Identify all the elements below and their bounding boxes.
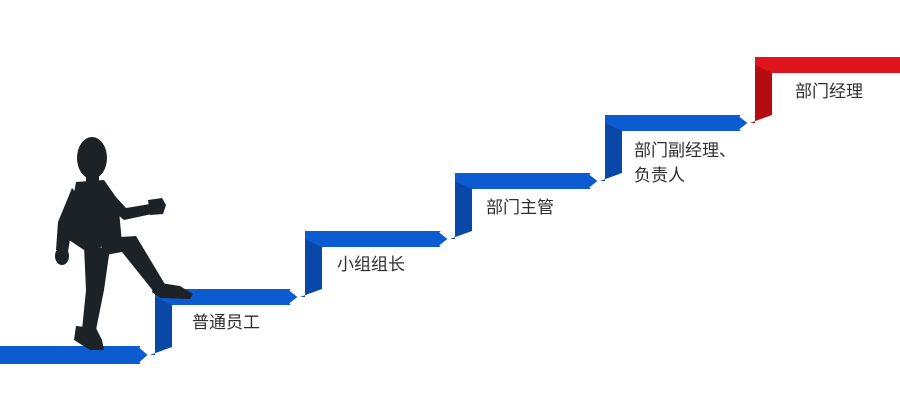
figure-back-hand <box>55 247 69 265</box>
step-3 <box>455 173 600 189</box>
figure-back-arm <box>56 188 82 252</box>
figure-neck <box>86 174 99 184</box>
riser-3 <box>450 173 472 239</box>
level-label-supervisor: 部门主管 <box>486 198 554 218</box>
chevron-0 <box>139 346 151 364</box>
chevron-4 <box>739 115 751 131</box>
chevron-1 <box>289 289 301 305</box>
riser-1 <box>150 289 172 355</box>
level-labels: 普通员工 小组组长 部门主管 部门副经理、 负责人 部门经理 <box>192 82 863 333</box>
figure-raised-leg <box>100 236 166 292</box>
step-5-top <box>755 57 900 73</box>
figure-standing-shoe <box>74 326 104 350</box>
staircase <box>0 57 900 364</box>
riser-2 <box>300 231 322 297</box>
riser-5 <box>750 57 772 123</box>
figure-head <box>77 137 107 179</box>
figure-standing-leg <box>82 246 110 330</box>
level-label-deputy-manager: 部门副经理、 负责人 <box>634 141 741 186</box>
chevron-2 <box>439 231 451 247</box>
figure-raised-shoe <box>152 282 193 299</box>
step-2 <box>305 231 450 247</box>
figure-front-fist <box>148 198 166 215</box>
level-label-team-leader: 小组组长 <box>337 255 405 275</box>
climbing-man-figure <box>55 137 193 350</box>
figure-front-arm <box>100 184 152 220</box>
step-floor <box>0 346 150 364</box>
level-label-staff: 普通员工 <box>192 313 260 333</box>
chevron-3 <box>589 173 601 189</box>
step-4 <box>605 115 750 131</box>
riser-4 <box>600 115 622 181</box>
level-label-department-manager: 部门经理 <box>795 82 863 102</box>
